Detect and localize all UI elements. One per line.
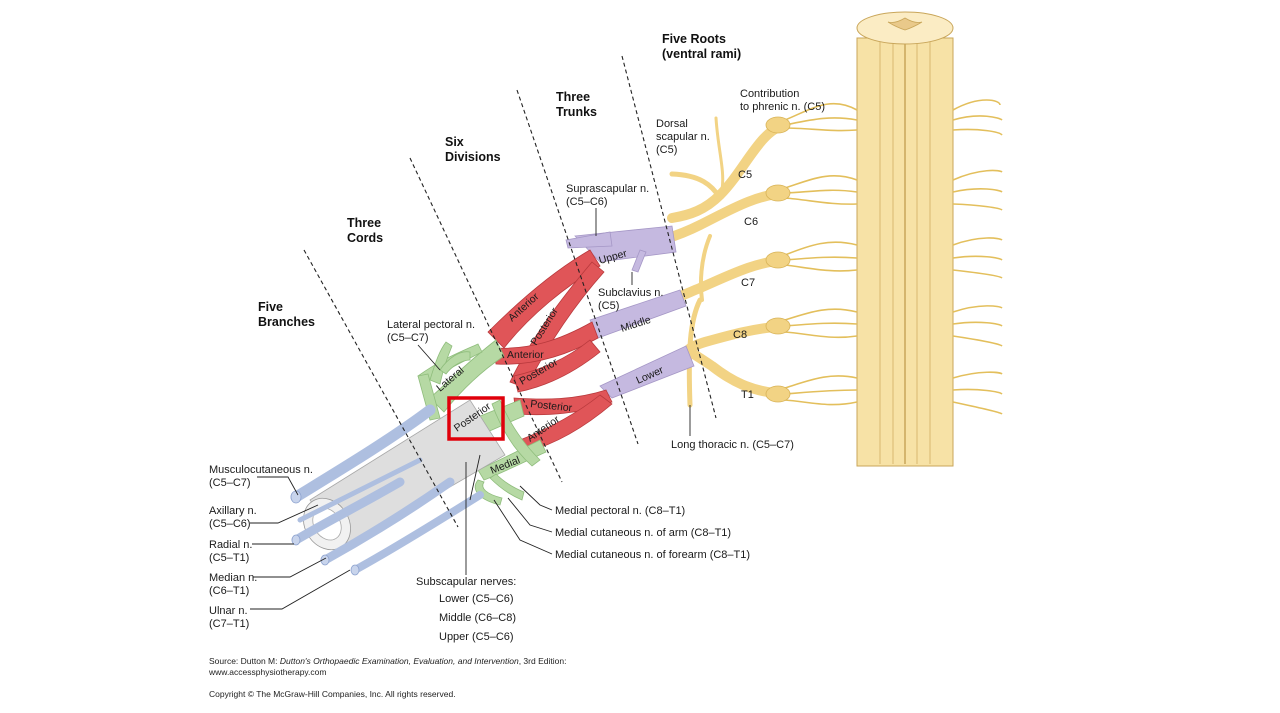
section-headers: Five Roots (ventral rami) Three Trunks S… [258,32,741,329]
copyright: Copyright © The McGraw-Hill Companies, I… [209,689,456,699]
label-subscapular-middle: Middle (C6–C8) [439,612,516,624]
highlight-box [447,396,505,441]
source-line: Source: Dutton M: Dutton's Orthopaedic E… [209,656,566,666]
nerve-labels: Contribution to phrenic n. (C5) Dorsal s… [209,88,825,643]
root-label-c6: C6 [744,216,758,228]
branch-ends [290,490,360,576]
branches [290,404,484,574]
roots [657,116,790,408]
header-trunks-sub: Trunks [556,105,597,119]
spinal-cord [856,11,954,467]
header-trunks: Three [556,90,590,104]
label-subscapular-title: Subscapular nerves: [416,576,516,588]
label-phrenic: Contribution [740,88,799,100]
trunks [565,225,695,399]
label-lateral-pectoral-sub: (C5–C7) [387,332,429,344]
label-axillary: Axillary n. [209,505,257,517]
root-labels: C5 C6 C7 C8 T1 [733,169,758,401]
header-branches-sub: Branches [258,315,315,329]
label-suprascapular-sub: (C5–C6) [566,196,608,208]
label-phrenic-sub: to phrenic n. (C5) [740,101,825,113]
label-suprascapular: Suprascapular n. [566,183,649,195]
root-label-t1: T1 [741,389,754,401]
header-cords-sub: Cords [347,231,383,245]
root-label-c8: C8 [733,329,747,341]
root-label-c7: C7 [741,277,755,289]
label-dorsal-scapular: Dorsal [656,118,688,130]
label-dorsal-scapular-2: scapular n. [656,131,710,143]
header-cords: Three [347,216,381,230]
root-label-c5: C5 [738,169,752,181]
label-musculocutaneous-sub: (C5–C7) [209,477,251,489]
header-branches: Five [258,300,283,314]
label-median-sub: (C6–T1) [209,585,249,597]
label-ulnar: Ulnar n. [209,605,248,617]
source-suffix: , 3rd Edition: [519,656,567,666]
header-divisions-sub: Divisions [445,150,501,164]
header-divisions: Six [445,135,464,149]
label-axillary-sub: (C5–C6) [209,518,251,530]
label-median: Median n. [209,572,257,584]
footer: Source: Dutton M: Dutton's Orthopaedic E… [208,656,566,699]
label-medial-cutaneous-forearm: Medial cutaneous n. of forearm (C8–T1) [555,549,750,561]
label-lateral-pectoral: Lateral pectoral n. [387,319,475,331]
label-subclavius-sub: (C5) [598,300,619,312]
ganglia [765,116,791,403]
source-url: www.accessphysiotherapy.com [208,667,326,677]
label-long-thoracic: Long thoracic n. (C5–C7) [671,439,794,451]
label-dorsal-scapular-3: (C5) [656,144,677,156]
header-roots-sub: (ventral rami) [662,47,741,61]
label-radial: Radial n. [209,539,252,551]
leader-lines [250,208,691,610]
label-subclavius: Subclavius n. [598,287,663,299]
label-radial-sub: (C5–T1) [209,552,249,564]
label-subscapular-lower: Lower (C5–C6) [439,593,514,605]
division-label-anterior-middle: Anterior [507,349,544,361]
divisions [487,249,613,453]
section-dividers [303,55,717,528]
source-title: Dutton's Orthopaedic Examination, Evalua… [280,656,519,666]
label-subscapular-upper: Upper (C5–C6) [439,631,514,643]
label-medial-pectoral: Medial pectoral n. (C8–T1) [555,505,685,517]
label-musculocutaneous: Musculocutaneous n. [209,464,313,476]
division-label-posterior-lower: Posterior [530,398,574,414]
rootlets [784,99,1003,415]
source-prefix: Source: Dutton M: [209,656,280,666]
label-medial-cutaneous-arm: Medial cutaneous n. of arm (C8–T1) [555,527,731,539]
label-ulnar-sub: (C7–T1) [209,618,249,630]
header-roots: Five Roots [662,32,726,46]
